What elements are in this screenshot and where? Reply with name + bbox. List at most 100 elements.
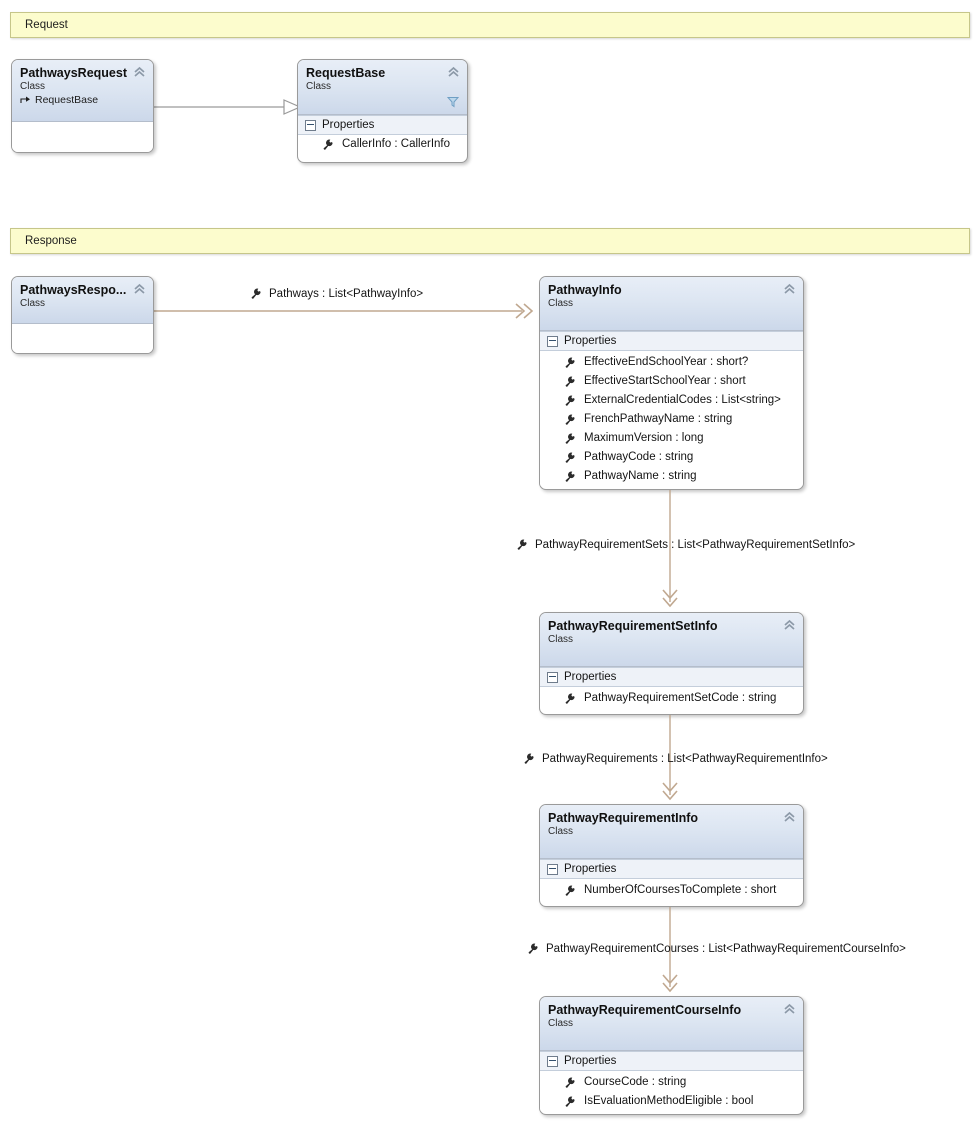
class-pathways-response-stereotype: Class	[20, 298, 46, 309]
class-pathway-requirement-set-info-header: PathwayRequirementSetInfo Class	[540, 613, 803, 667]
expander-minus-icon[interactable]	[547, 671, 558, 683]
association-label-text: Pathways : List<PathwayInfo>	[269, 288, 424, 300]
member-row[interactable]: CallerInfo : CallerInfo	[298, 135, 467, 154]
class-pathway-requirement-info-header: PathwayRequirementInfo Class	[540, 805, 803, 859]
member-label: CourseCode : string	[584, 1076, 687, 1088]
property-wrench-icon	[565, 693, 575, 704]
class-pathways-request-title: PathwaysRequest	[20, 66, 127, 80]
class-request-base-stereotype: Class	[306, 81, 332, 92]
class-pathway-requirement-course-info-properties-compartment[interactable]: Properties	[540, 1051, 803, 1071]
class-pathways-request-header: PathwaysRequest Class RequestBase	[12, 60, 153, 122]
expander-minus-icon[interactable]	[547, 863, 558, 875]
member-row[interactable]: MaximumVersion : long	[540, 429, 803, 448]
member-label: CallerInfo : CallerInfo	[342, 138, 451, 150]
member-label: ExternalCredentialCodes : List<string>	[584, 394, 781, 406]
class-pathway-requirement-set-info-properties-compartment[interactable]: Properties	[540, 667, 803, 687]
section-bar-request-label: Request	[25, 19, 68, 31]
collapse-chevron-icon[interactable]	[783, 283, 796, 296]
connector-inheritance-pathwaysrequest-requestbase	[154, 99, 302, 115]
member-label: FrenchPathwayName : string	[584, 413, 733, 425]
class-pathway-info-title: PathwayInfo	[548, 283, 622, 297]
class-pathway-info-header: PathwayInfo Class	[540, 277, 803, 331]
class-pathways-response-header: PathwaysRespo... Class	[12, 277, 153, 324]
property-wrench-icon	[565, 395, 575, 406]
member-row[interactable]: PathwayRequirementSetCode : string	[540, 689, 803, 708]
property-wrench-icon	[251, 288, 261, 299]
class-pathways-response[interactable]: PathwaysRespo... Class	[11, 276, 154, 354]
property-wrench-icon	[565, 1077, 575, 1088]
connector-association-pathwayinfo-requirementsetinfo	[662, 490, 678, 608]
expander-minus-icon[interactable]	[547, 335, 558, 347]
member-row[interactable]: IsEvaluationMethodEligible : bool	[540, 1092, 803, 1111]
class-pathway-requirement-info-members: NumberOfCoursesToComplete : short	[540, 879, 803, 900]
property-wrench-icon	[565, 433, 575, 444]
inheritance-arrow-icon	[20, 96, 30, 103]
association-label-pathwayrequirementsets: PathwayRequirementSets : List<PathwayReq…	[516, 539, 855, 551]
member-row[interactable]: FrenchPathwayName : string	[540, 410, 803, 429]
collapse-chevron-icon[interactable]	[783, 1003, 796, 1016]
property-wrench-icon	[565, 1096, 575, 1107]
class-request-base[interactable]: RequestBase Class Properties CallerInfo …	[297, 59, 468, 163]
property-wrench-icon	[565, 414, 575, 425]
class-pathway-requirement-set-info-members: PathwayRequirementSetCode : string	[540, 687, 803, 708]
property-wrench-icon	[524, 753, 534, 764]
class-pathways-request-base-label: RequestBase	[35, 94, 99, 106]
expander-minus-icon[interactable]	[547, 1055, 558, 1067]
member-row[interactable]: PathwayCode : string	[540, 448, 803, 467]
collapse-chevron-icon[interactable]	[133, 283, 146, 296]
class-pathway-requirement-course-info[interactable]: PathwayRequirementCourseInfo Class Prope…	[539, 996, 804, 1115]
collapse-chevron-icon[interactable]	[783, 811, 796, 824]
member-label: NumberOfCoursesToComplete : short	[584, 884, 777, 896]
compartment-label: Properties	[564, 335, 617, 347]
member-label: IsEvaluationMethodEligible : bool	[584, 1095, 754, 1107]
member-row[interactable]: PathwayName : string	[540, 467, 803, 486]
association-label-pathwayrequirements: PathwayRequirements : List<PathwayRequir…	[523, 753, 828, 765]
property-wrench-icon	[565, 376, 575, 387]
class-pathway-requirement-course-info-stereotype: Class	[548, 1018, 574, 1029]
property-wrench-icon	[565, 471, 575, 482]
property-wrench-icon	[565, 885, 575, 896]
association-label-pathwayrequirementcourses: PathwayRequirementCourses : List<Pathway…	[527, 943, 906, 955]
class-request-base-members: CallerInfo : CallerInfo	[298, 135, 467, 154]
class-pathway-requirement-set-info[interactable]: PathwayRequirementSetInfo Class Properti…	[539, 612, 804, 715]
property-wrench-icon	[565, 357, 575, 368]
filter-funnel-icon[interactable]	[447, 96, 459, 108]
class-pathway-requirement-set-info-stereotype: Class	[548, 634, 574, 645]
compartment-label: Properties	[564, 671, 617, 683]
member-label: EffectiveEndSchoolYear : short?	[584, 356, 749, 368]
class-request-base-properties-compartment[interactable]: Properties	[298, 115, 467, 135]
collapse-chevron-icon[interactable]	[447, 66, 460, 79]
class-pathway-info-properties-compartment[interactable]: Properties	[540, 331, 803, 351]
class-pathway-info-members: EffectiveEndSchoolYear : short? Effectiv…	[540, 351, 803, 486]
class-pathway-requirement-info[interactable]: PathwayRequirementInfo Class Properties …	[539, 804, 804, 907]
class-pathway-info-stereotype: Class	[548, 298, 574, 309]
association-label-text: PathwayRequirementSets : List<PathwayReq…	[535, 539, 856, 551]
property-wrench-icon	[323, 139, 333, 150]
class-pathways-request-base: RequestBase	[20, 94, 145, 107]
member-label: PathwayCode : string	[584, 451, 694, 463]
class-request-base-title: RequestBase	[306, 66, 386, 80]
compartment-label: Properties	[564, 1055, 617, 1067]
class-pathway-info[interactable]: PathwayInfo Class Properties EffectiveEn…	[539, 276, 804, 490]
class-pathway-requirement-course-info-members: CourseCode : string IsEvaluationMethodEl…	[540, 1071, 803, 1111]
class-pathways-request-body	[12, 122, 153, 152]
member-row[interactable]: EffectiveEndSchoolYear : short?	[540, 353, 803, 372]
property-wrench-icon	[528, 943, 538, 954]
member-row[interactable]: ExternalCredentialCodes : List<string>	[540, 391, 803, 410]
member-row[interactable]: EffectiveStartSchoolYear : short	[540, 372, 803, 391]
property-wrench-icon	[565, 452, 575, 463]
member-row[interactable]: NumberOfCoursesToComplete : short	[540, 881, 803, 900]
association-label-pathways: Pathways : List<PathwayInfo>	[250, 288, 423, 300]
section-bar-response-label: Response	[25, 235, 77, 247]
member-label: PathwayRequirementSetCode : string	[584, 692, 777, 704]
class-pathways-response-title: PathwaysRespo...	[20, 283, 127, 297]
compartment-label: Properties	[564, 863, 617, 875]
class-pathway-requirement-info-title: PathwayRequirementInfo	[548, 811, 699, 825]
class-pathway-requirement-info-properties-compartment[interactable]: Properties	[540, 859, 803, 879]
class-pathways-request-stereotype: Class	[20, 81, 46, 92]
expander-minus-icon[interactable]	[305, 119, 316, 131]
member-row[interactable]: CourseCode : string	[540, 1073, 803, 1092]
collapse-chevron-icon[interactable]	[133, 66, 146, 79]
class-pathways-request[interactable]: PathwaysRequest Class RequestBase	[11, 59, 154, 153]
collapse-chevron-icon[interactable]	[783, 619, 796, 632]
